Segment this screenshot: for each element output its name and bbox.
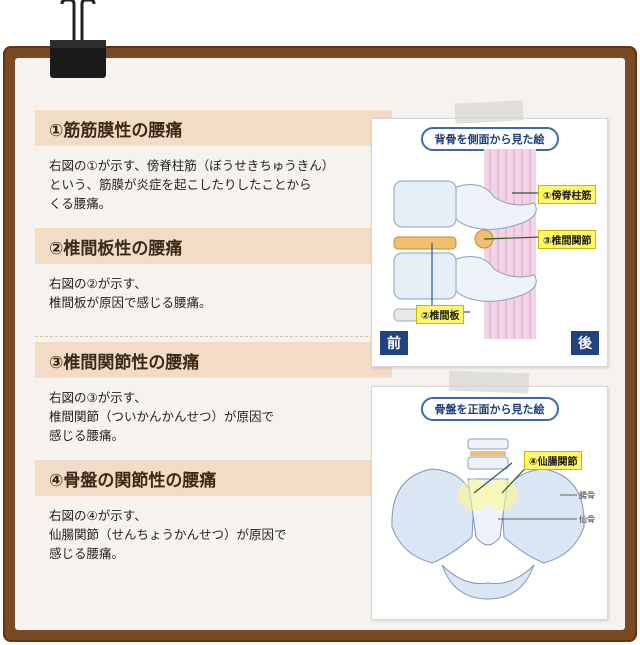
divider xyxy=(35,336,378,338)
brown-board: ①筋筋膜性の腰痛 右図の①が示す、傍脊柱筋（ぼうせきちゅうきん） という、筋膜が… xyxy=(3,46,637,642)
pelvis-illustration xyxy=(391,438,585,600)
section-heading: ②椎間板性の腰痛 xyxy=(35,228,392,264)
section-disc: ②椎間板性の腰痛 右図の②が示す、 椎間板が原因で感じる腰痛。 xyxy=(35,228,392,312)
paper-sheet: ①筋筋膜性の腰痛 右図の①が示す、傍脊柱筋（ぼうせきちゅうきん） という、筋膜が… xyxy=(15,58,625,630)
figure-title: 骨盤を正面から見た絵 xyxy=(420,397,559,421)
figure-title: 背骨を側面から見た絵 xyxy=(420,127,559,151)
label-sacroiliac-joint: ④仙腸関節 xyxy=(524,451,583,470)
tape xyxy=(448,370,530,394)
spine-side-figure: 背骨を側面から見た絵 xyxy=(371,118,608,367)
section-heading: ③椎間関節性の腰痛 xyxy=(35,342,392,378)
back-marker: 後 xyxy=(571,331,599,355)
section-text: 右図の④が示す、 仙腸関節（せんちょうかんせつ）が原因で 感じる腰痛。 xyxy=(49,508,287,561)
label-paraspinal-muscle: ①傍脊柱筋 xyxy=(538,185,597,204)
section-text: 右図の①が示す、傍脊柱筋（ぼうせきちゅうきん） という、筋膜が炎症を起こしたりし… xyxy=(49,158,335,211)
tape xyxy=(454,100,524,124)
section-heading: ①筋筋膜性の腰痛 xyxy=(35,110,392,146)
label-ilium: 腸骨 xyxy=(579,491,595,500)
section-pelvis: ④骨盤の関節性の腰痛 右図の④が示す、 仙腸関節（せんちょうかんせつ）が原因で … xyxy=(35,460,392,563)
label-facet-joint: ③椎間関節 xyxy=(538,230,597,249)
binder-clip xyxy=(48,0,108,82)
section-heading: ④骨盤の関節性の腰痛 xyxy=(35,460,392,496)
spine-illustration xyxy=(393,149,543,339)
label-disc: ②椎間板 xyxy=(416,305,465,324)
section-text: 右図の③が示す、 椎間関節（ついかんかんせつ）が原因で 感じる腰痛。 xyxy=(49,390,275,443)
section-myofascial: ①筋筋膜性の腰痛 右図の①が示す、傍脊柱筋（ぼうせきちゅうきん） という、筋膜が… xyxy=(35,110,392,213)
label-sacrum: 仙骨 xyxy=(579,515,595,524)
section-text: 右図の②が示す、 椎間板が原因で感じる腰痛。 xyxy=(49,276,212,310)
section-facet: ③椎間関節性の腰痛 右図の③が示す、 椎間関節（ついかんかんせつ）が原因で 感じ… xyxy=(35,342,392,445)
pelvis-front-figure: 骨盤を正面から見た絵 ④仙腸関節 xyxy=(371,386,608,620)
front-marker: 前 xyxy=(380,331,408,355)
